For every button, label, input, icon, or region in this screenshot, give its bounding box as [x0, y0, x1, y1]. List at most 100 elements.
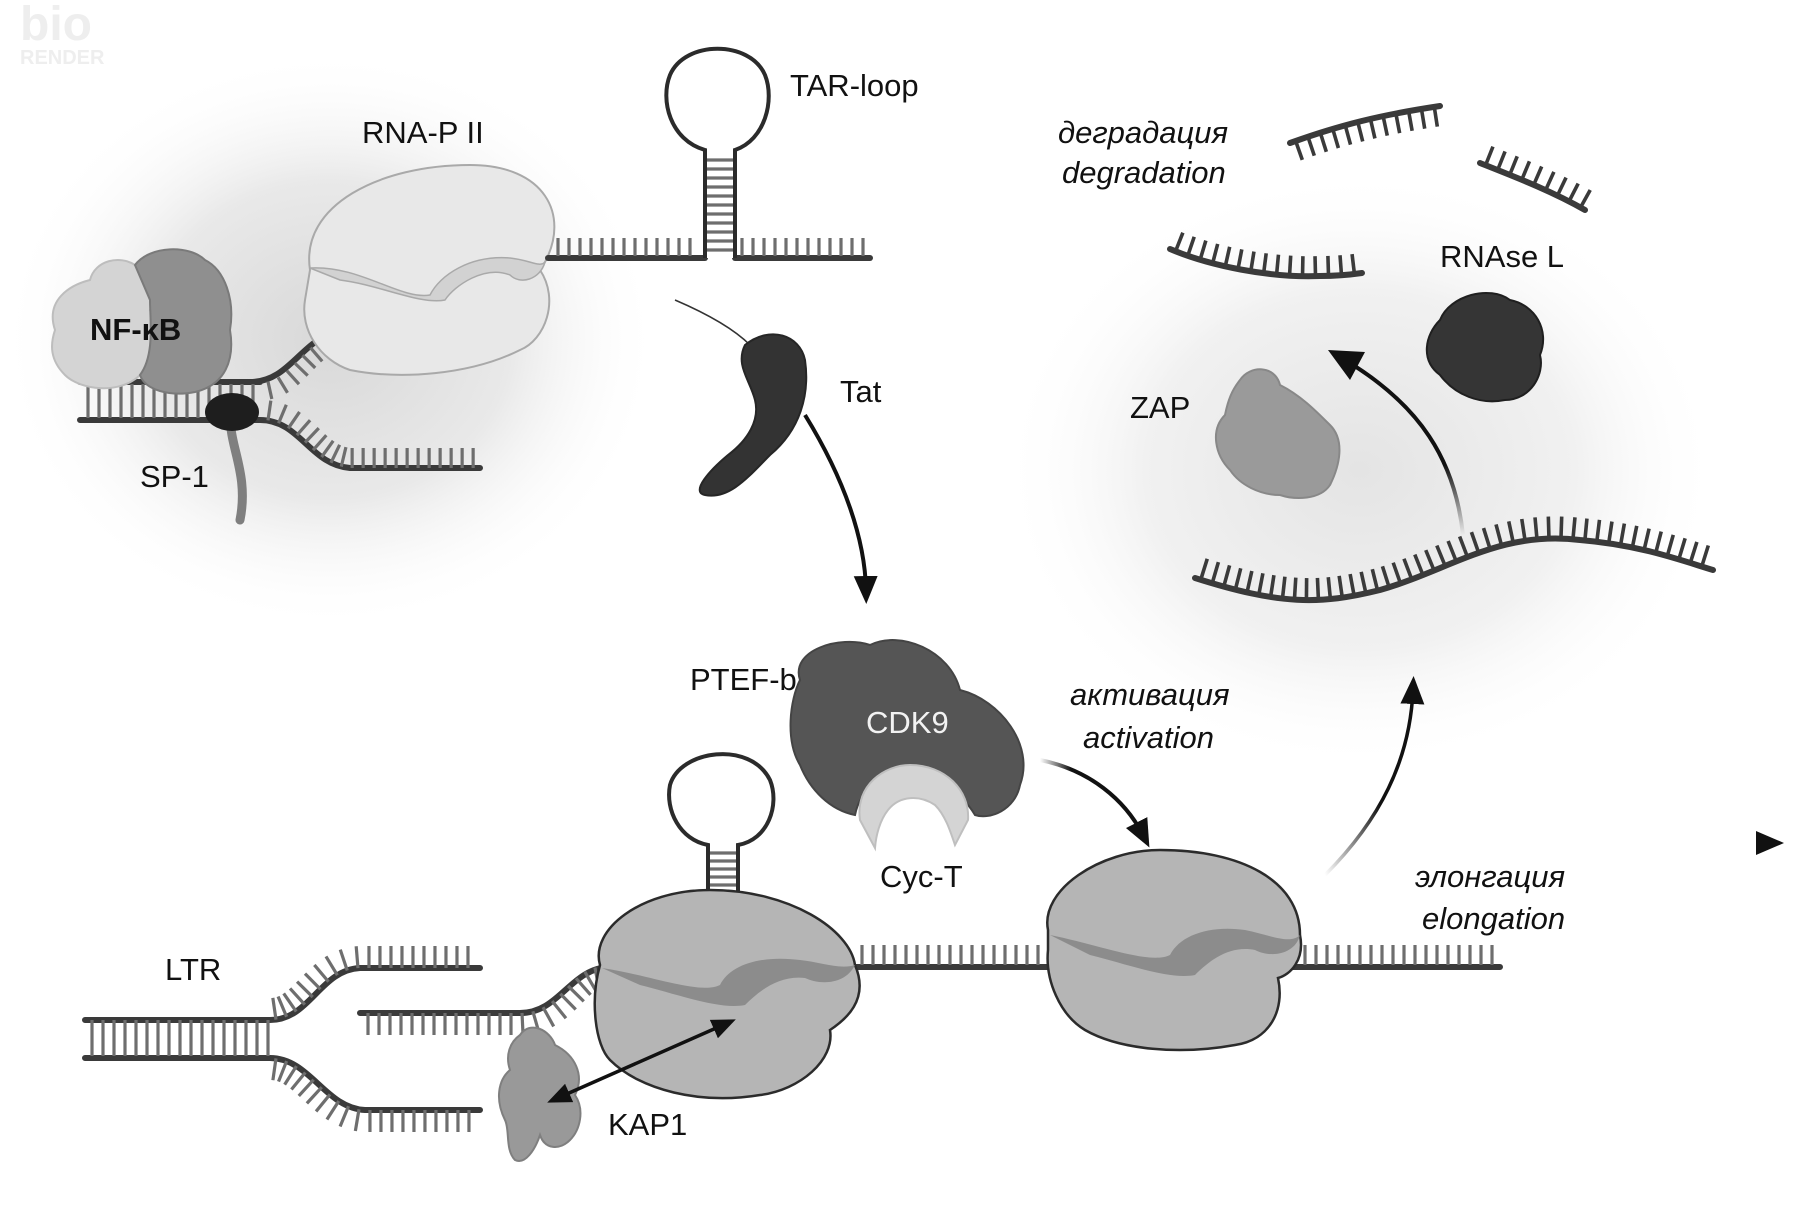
nucleotide-tick	[1520, 160, 1532, 181]
nucleotide-tick	[286, 411, 301, 430]
nucleotide-tick	[277, 1060, 289, 1083]
cyc-t-protein	[858, 763, 970, 852]
degradation-arrowhead	[1328, 350, 1365, 380]
nucleotide-tick	[1700, 544, 1711, 568]
nucleotide-tick	[1280, 576, 1287, 599]
nucleotide-tick	[1508, 155, 1519, 176]
nf-kb-protein	[51, 248, 233, 395]
nucleotide-tick	[1555, 176, 1568, 197]
tar-loop-top	[664, 46, 771, 258]
nucleotide-tick	[1249, 251, 1256, 272]
nucleotide-tick	[1394, 113, 1402, 134]
nucleotide-tick	[325, 1100, 341, 1121]
nucleotide-tick	[1268, 574, 1276, 598]
nucleotide-tick	[1233, 567, 1243, 591]
nucleotide-tick	[329, 444, 342, 464]
nucleotide-tick	[1348, 573, 1356, 597]
kap1-interaction-arrow	[547, 1019, 736, 1103]
nucleotide-tick	[1419, 108, 1427, 129]
nucleotide-tick	[1483, 145, 1495, 166]
nucleotide-tick	[1391, 562, 1403, 585]
nucleotide-tick	[1245, 570, 1254, 593]
nucleotide-tick	[1315, 577, 1321, 600]
cytoplasm-glow-right	[1000, 170, 1720, 770]
nucleotide-tick	[1210, 243, 1220, 264]
nucleotide-tick	[1337, 575, 1345, 598]
nucleotide-tick	[1210, 561, 1221, 584]
rna-fragment-2	[1477, 145, 1592, 213]
nucleotide-tick	[324, 955, 339, 977]
nucleotide-tick	[1318, 132, 1329, 153]
nucleotide-tick	[266, 400, 273, 421]
tar-loop-label: TAR-loop	[790, 68, 919, 103]
nucleotide-tick	[1432, 106, 1440, 127]
elongation-en-label: elongation	[1422, 901, 1565, 936]
nucleotide-tick	[1494, 523, 1504, 547]
activation-en-label: activation	[1083, 720, 1214, 755]
rna-polymerase-ii-bottom-right	[1046, 848, 1303, 1052]
svg-text:bio: bio	[20, 0, 92, 51]
nucleotide-tick	[1583, 518, 1589, 541]
nucleotide-tick	[1370, 568, 1380, 592]
activation-ru-label: активация	[1070, 677, 1230, 712]
nucleotide-tick	[1198, 240, 1208, 261]
nucleotide-tick	[1236, 249, 1244, 270]
nucleotide-tick	[1330, 128, 1341, 149]
nucleotide-tick	[309, 346, 324, 363]
cdk9-label: CDK9	[866, 705, 949, 740]
nucleotide-tick	[1222, 564, 1232, 588]
nucleotide-tick	[295, 980, 314, 999]
cyc-t-label: Cyc-T	[880, 859, 963, 894]
nucleotide-tick	[338, 949, 349, 971]
nucleotide-tick	[288, 987, 307, 1006]
nucleotide-tick	[290, 1071, 307, 1091]
nucleotide-tick	[1326, 576, 1333, 600]
nucleotide-tick	[1546, 516, 1551, 539]
nucleotide-tick	[282, 992, 298, 1013]
nucleotide-tick	[1595, 519, 1602, 542]
nucleotide-tick	[295, 419, 312, 437]
nucleotide-tick	[1356, 121, 1365, 142]
nucleotide-tick	[1578, 189, 1592, 209]
nucleotide-tick	[1380, 565, 1391, 588]
kap1-label: KAP1	[608, 1107, 687, 1142]
nucleotide-tick	[1481, 527, 1492, 550]
nucleotide-tick	[1677, 537, 1687, 560]
nucleotide-tick	[1306, 136, 1317, 157]
nucleotide-tick	[354, 946, 360, 969]
nucleotide-tick	[266, 381, 274, 400]
nucleotide-tick	[1495, 150, 1507, 171]
nucleotide-tick	[271, 997, 278, 1020]
nucleotide-tick	[1256, 572, 1265, 596]
nucleotide-tick	[1274, 254, 1281, 275]
rna-polymerase-ii-top	[303, 163, 556, 376]
tat-protein	[698, 333, 808, 497]
cdk9-protein	[789, 639, 1025, 818]
nucleotide-tick	[303, 427, 320, 444]
nucleotide-tick	[541, 1006, 556, 1028]
nucleotide-tick	[305, 1086, 323, 1105]
nucleotide-tick	[293, 361, 309, 377]
rna-fragment-3	[1167, 232, 1365, 280]
nucleotide-tick	[1446, 540, 1458, 563]
biorender-watermark: bio RENDER	[20, 0, 105, 69]
nucleotide-tick	[1606, 521, 1614, 544]
nucleotide-tick	[1688, 541, 1699, 564]
nucleotide-tick	[320, 439, 335, 459]
top-dna-duplex	[77, 327, 483, 471]
nucleotide-tick	[1533, 517, 1539, 540]
nucleotide-tick	[1261, 253, 1268, 274]
nucleotide-tick	[1457, 535, 1470, 558]
nucleotide-tick	[311, 434, 328, 452]
nucleotide-tick	[566, 984, 585, 1003]
nucleotide-tick	[1618, 523, 1627, 546]
nucleotide-tick	[1642, 528, 1651, 551]
degradation-ru-label: деградация	[1058, 115, 1228, 150]
nucleotide-tick	[303, 972, 322, 991]
nucleotide-tick	[285, 369, 301, 386]
nucleotide-tick	[1293, 140, 1305, 161]
nucleotide-tick	[297, 1078, 315, 1097]
nf-kb-label: NF-κB	[90, 312, 181, 347]
sp-1-label: SP-1	[140, 459, 209, 494]
nucleotide-tick	[1381, 115, 1390, 137]
